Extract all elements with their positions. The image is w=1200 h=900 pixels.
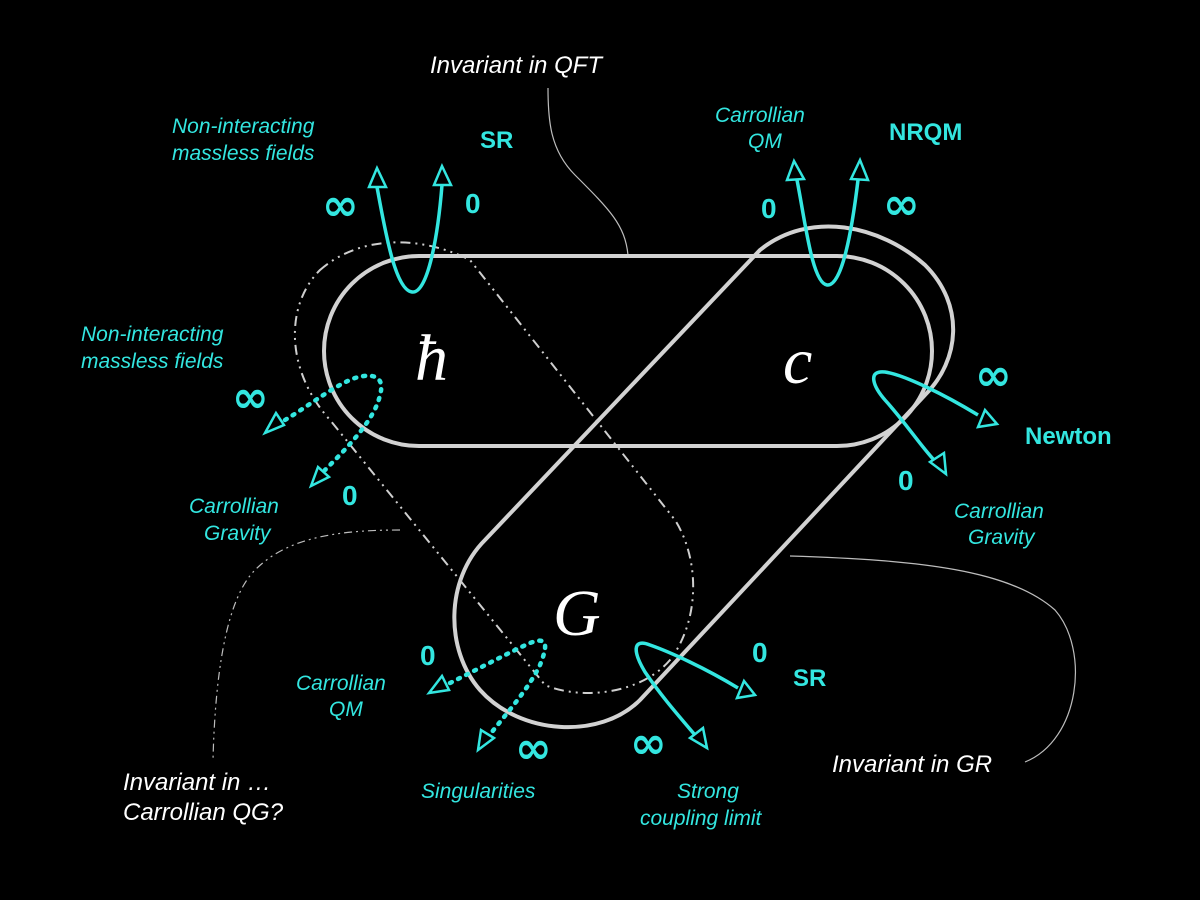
g-strong-label-line2: coupling limit [640,807,763,830]
g-left-label-line2: QM [329,698,363,721]
g-left-limit-curve [447,638,548,740]
c-symbol: c [783,325,812,398]
g-strong-label-line1: Strong [677,780,739,803]
c-top-left-arrowhead [785,158,807,182]
qft-leader-line [547,87,629,256]
g-right-arrowhead [734,678,758,700]
hbar-top-left-arrowhead [367,164,388,189]
hbar-left-value: ∞ [232,372,269,423]
carrollian-qg-leader-line [212,529,401,761]
hbar-left-arrowhead [262,410,286,436]
hbar-top-right-value: 0 [465,188,481,219]
invariant-gr-caption: Invariant in GR [832,751,992,778]
g-strong-value: ∞ [630,718,667,769]
hbar-top-limit-curve [375,184,444,294]
c-bottom-label-line1: Carrollian [954,500,1044,523]
c-right-limit-curve [872,370,979,462]
g-strong-arrowhead [687,725,709,751]
g-bottom-arrowhead [476,727,497,753]
c-bottom-arrowhead [927,450,948,477]
g-right-limit-curve [634,641,739,737]
hbar-c-pill [322,254,934,448]
g-left-value: 0 [420,640,436,671]
hbar-g-pill [294,241,695,694]
g-symbol: G [553,577,601,650]
c-right-arrowhead [975,407,1000,429]
c-top-right-arrowhead [849,156,870,182]
c-top-left-value: 0 [761,193,777,224]
g-bottom-label: Singularities [421,780,536,803]
g-right-value: 0 [752,637,768,668]
hbar-top-left-label-line2: massless fields [172,142,315,165]
invariant-cqg-caption-line1: Invariant in … [123,769,271,796]
g-right-label: SR [793,665,826,692]
c-bottom-value: 0 [898,465,914,496]
g-left-label-line1: Carrollian [296,672,386,695]
hbar-bottom-value: 0 [342,480,358,511]
g-bottom-value: ∞ [515,723,552,774]
hbar-top-right-arrowhead [432,162,453,187]
c-top-right-value: ∞ [883,179,920,230]
hbar-left-label-line1: Non-interacting [81,323,224,346]
c-top-right-label: NRQM [889,119,962,146]
c-top-left-label-line2: QM [748,130,782,153]
hbar-symbol: ħ [415,322,448,395]
c-right-label: Newton [1025,423,1112,450]
hbar-bottom-arrowhead [308,464,332,489]
g-left-arrowhead [426,673,451,695]
c-g-pill [452,224,956,730]
hbar-bottom-label-line1: Carrollian [189,495,279,518]
hbar-top-left-value: ∞ [322,180,359,231]
invariant-qft-caption: Invariant in QFT [430,52,604,79]
c-top-left-label-line1: Carrollian [715,104,805,127]
gr-leader-line [789,555,1076,763]
hbar-bottom-limit-curve [282,373,384,473]
hbar-top-right-label: SR [480,127,513,154]
invariant-cqg-caption-line2: Carrollian QG? [123,799,284,826]
c-top-limit-curve [795,179,860,287]
hbar-bottom-label-line2: Gravity [204,522,272,545]
c-right-value: ∞ [975,350,1012,401]
hbar-top-left-label-line1: Non-interacting [172,115,315,138]
hbar-left-label-line2: massless fields [81,350,224,373]
c-bottom-label-line2: Gravity [968,526,1036,549]
